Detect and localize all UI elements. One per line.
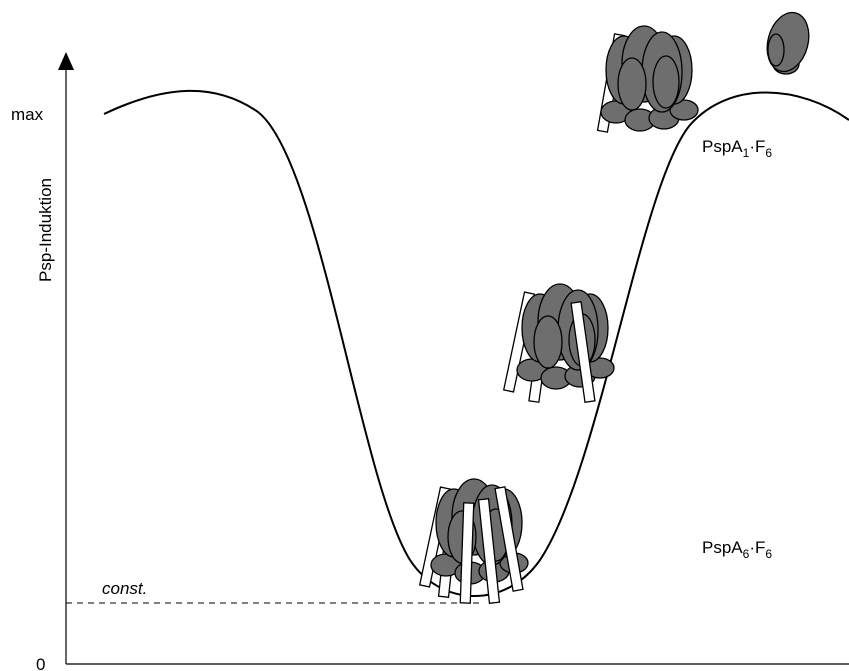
y-tick-max: max: [11, 105, 44, 124]
y-tick-zero: 0: [36, 655, 45, 671]
y-axis: [58, 52, 74, 664]
const-label: const.: [102, 579, 147, 598]
y-axis-label: Psp-Induktion: [36, 178, 55, 282]
y-axis-arrow-icon: [58, 52, 74, 70]
complex-middle-icon: [504, 284, 614, 402]
complex-top-icon: [598, 26, 698, 132]
free-pspa-icon: [761, 8, 815, 76]
state-label-bottom: PspA6·F6: [702, 538, 772, 561]
state-label-top: PspA1·F6: [702, 137, 772, 160]
